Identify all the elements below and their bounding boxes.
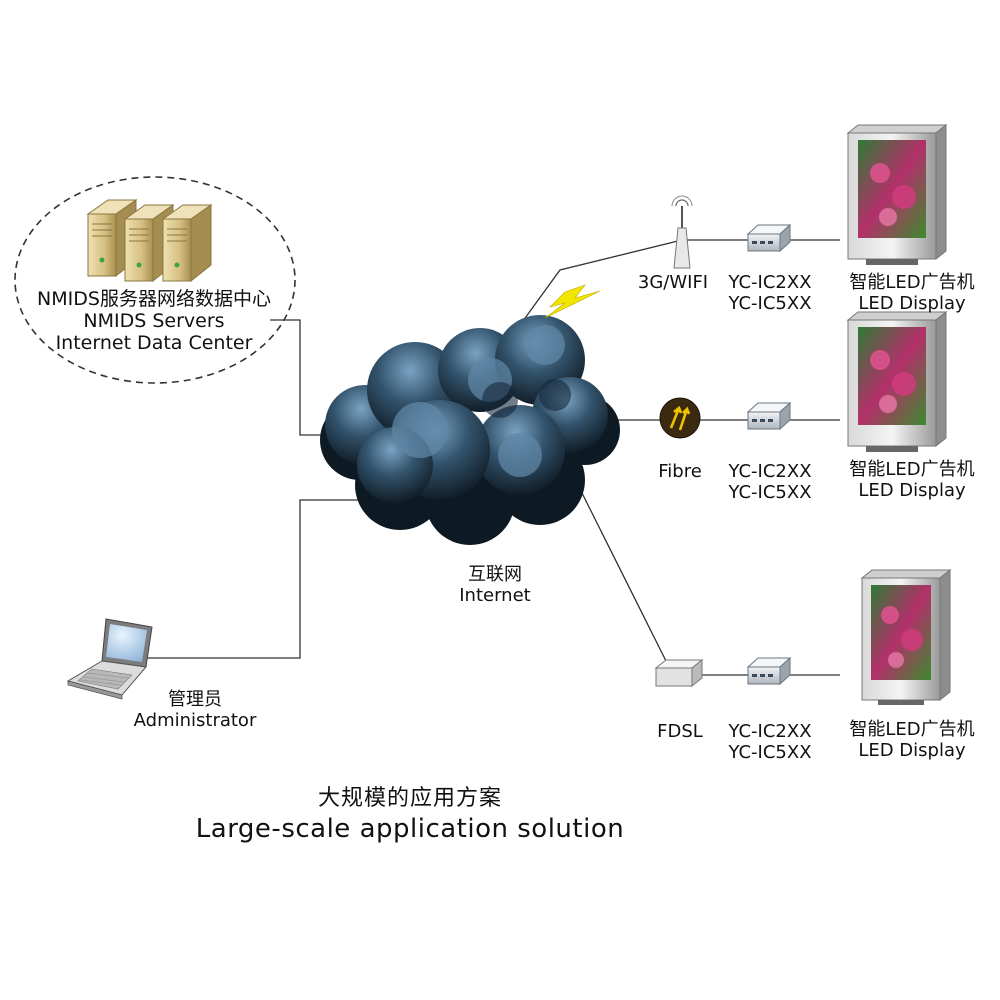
device-label-line-2: YC-IC5XX (728, 292, 812, 314)
fibre-icon (659, 397, 701, 439)
laptop-icon (66, 618, 153, 700)
device-label-line-1: YC-IC2XX (728, 721, 812, 742)
data-center-label-en-2: Internet Data Center (55, 331, 253, 354)
device-label-line-1: YC-IC2XX (728, 461, 812, 482)
line-admin-internet (148, 499, 385, 659)
line-internet-wifi (519, 239, 683, 326)
controller-box-icon (746, 656, 792, 686)
internet-label-en: Internet (459, 584, 531, 606)
device-label-3: YC-IC2XX YC-IC5XX (715, 721, 825, 763)
controller-box-icon (746, 401, 792, 431)
device-label-2: YC-IC2XX YC-IC5XX (715, 461, 825, 503)
led-display-icon (860, 568, 952, 705)
data-center-boundary (14, 176, 296, 384)
data-center-label: NMIDS服务器网络数据中心 NMIDS Servers Internet Da… (20, 288, 288, 355)
server-tower-icon (161, 204, 213, 283)
display-label-2: 智能LED广告机 LED Display (832, 459, 992, 501)
led-display-icon (846, 123, 948, 265)
display-label-zh: 智能LED广告机 (849, 719, 975, 740)
device-label-1: YC-IC2XX YC-IC5XX (715, 272, 825, 314)
link-label-fibre: Fibre (658, 461, 702, 482)
internet-label: 互联网 Internet (440, 564, 550, 606)
display-label-3: 智能LED广告机 LED Display (832, 719, 992, 761)
display-label-zh: 智能LED广告机 (849, 459, 975, 480)
wifi-antenna-icon (671, 195, 693, 269)
link-label-fdsl: FDSL (657, 721, 703, 742)
lightning-icon (544, 284, 601, 319)
administrator-label: 管理员 Administrator (120, 689, 270, 731)
controller-box-icon (746, 223, 792, 253)
administrator-label-zh: 管理员 (168, 689, 222, 710)
cloud-icon (320, 315, 620, 545)
modem-icon (654, 658, 704, 688)
link-label-wifi: 3G/WIFI (637, 272, 709, 293)
display-label-zh: 智能LED广告机 (849, 272, 975, 293)
diagram-caption: 大规模的应用方案 Large-scale application solutio… (150, 786, 670, 845)
caption-title-en: Large-scale application solution (195, 814, 625, 845)
led-display-icon (846, 310, 948, 452)
data-center-label-en-1: NMIDS Servers (83, 309, 225, 332)
administrator-label-en: Administrator (133, 709, 257, 731)
display-label-en: LED Display (858, 292, 966, 314)
display-label-1: 智能LED广告机 LED Display (832, 272, 992, 314)
caption-title-zh: 大规模的应用方案 (317, 786, 502, 811)
data-center-label-zh: NMIDS服务器网络数据中心 (37, 288, 271, 310)
internet-label-zh: 互联网 (468, 564, 522, 585)
display-label-en: LED Display (858, 739, 966, 761)
device-label-line-1: YC-IC2XX (728, 272, 812, 293)
device-label-line-2: YC-IC5XX (728, 741, 812, 763)
display-label-en: LED Display (858, 479, 966, 501)
line-internet-fdsl (577, 484, 669, 666)
servers-group (86, 199, 213, 283)
device-label-line-2: YC-IC5XX (728, 481, 812, 503)
